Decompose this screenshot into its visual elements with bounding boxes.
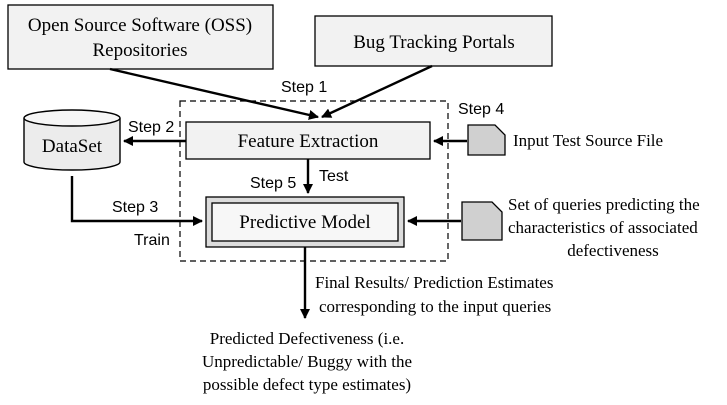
bug-tracking-label: Bug Tracking Portals <box>353 32 515 53</box>
step3-label: Step 3 <box>112 199 158 216</box>
test-label: Test <box>319 168 349 185</box>
queries-label-line1: Set of queries predicting the <box>508 195 700 214</box>
input-file-label: Input Test Source File <box>513 131 663 150</box>
dataset-label: DataSet <box>42 136 103 157</box>
final-results-line2: corresponding to the input queries <box>319 297 551 316</box>
document-icon <box>467 124 506 156</box>
queries-label-line3: defectiveness <box>567 241 659 260</box>
feature-extraction-node: Feature Extraction <box>185 121 431 160</box>
input-file-node: Input Test Source File <box>467 124 663 156</box>
queries-label-line2: characteristics of associated <box>508 218 698 237</box>
predictive-model-label: Predictive Model <box>239 212 370 233</box>
step2-label: Step 2 <box>128 119 174 136</box>
train-label: Train <box>134 232 170 249</box>
oss-label-line2: Repositories <box>93 40 188 61</box>
predictive-model-node: Predictive Model <box>205 196 405 248</box>
step1-label: Step 1 <box>281 79 327 96</box>
feature-extraction-label: Feature Extraction <box>238 131 379 152</box>
document-icon <box>461 201 503 241</box>
step4-label: Step 4 <box>458 101 504 118</box>
oss-repositories-node: Open Source Software (OSS) Repositories <box>7 4 274 70</box>
oss-label-line1: Open Source Software (OSS) <box>28 15 252 36</box>
final-results-line1: Final Results/ Prediction Estimates <box>315 273 553 292</box>
predicted-line1: Predicted Defectiveness (i.e. <box>210 329 404 348</box>
edge-oss-to-feature <box>109 67 319 120</box>
edge-bug-to-feature <box>321 64 433 119</box>
edge-dataset-to-model <box>70 176 204 227</box>
predicted-line3: possible defect type estimates) <box>203 375 411 394</box>
queries-node: Set of queries predicting the characteri… <box>461 195 700 260</box>
dataset-node: DataSet <box>23 109 121 171</box>
bug-tracking-node: Bug Tracking Portals <box>314 15 553 67</box>
predicted-line2: Unpredictable/ Buggy with the <box>202 352 412 371</box>
processing-region <box>179 100 449 262</box>
step5-label: Step 5 <box>250 175 296 192</box>
